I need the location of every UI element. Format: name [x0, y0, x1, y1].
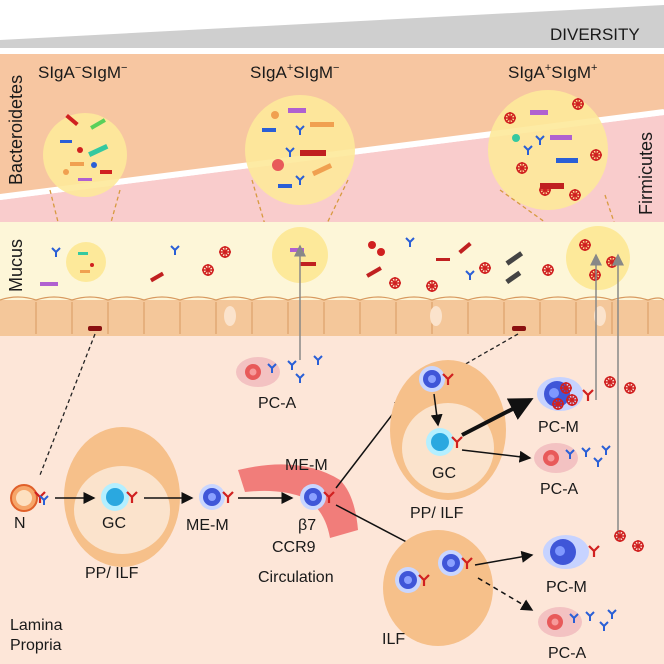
diversity-label: DIVERSITY	[550, 25, 640, 44]
me-m-label-left: ME-M	[186, 517, 229, 534]
pc-a-label-mid: PC-A	[540, 481, 579, 498]
lamina-label-2: Propria	[10, 637, 62, 654]
naive-b-cell	[10, 484, 49, 512]
gc-b-cell-left	[101, 483, 139, 511]
lamina-label-1: Lamina	[10, 617, 63, 634]
zoom-circle-1	[43, 113, 127, 197]
pc-a-label-top: PC-A	[258, 395, 297, 412]
mucus-layer	[0, 222, 664, 300]
circulation-label: Circulation	[258, 569, 334, 586]
ccr9-label: CCR9	[272, 539, 316, 556]
pc-a-label-bottom: PC-A	[548, 645, 587, 662]
bacteroidetes-label: Bacteroidetes	[6, 75, 26, 185]
zoom-circle-2	[245, 95, 355, 205]
svg-text:SIgA−SIgM−: SIgA−SIgM−	[38, 62, 127, 82]
svg-text:SIgA+SIgM−: SIgA+SIgM−	[250, 62, 339, 82]
zoom-circle-3	[488, 90, 608, 210]
gc-label-left: GC	[102, 515, 126, 532]
diversity-wedge	[0, 5, 664, 48]
pc-m-label-bottom: PC-M	[546, 579, 587, 596]
svg-text:SIgA+SIgM+: SIgA+SIgM+	[508, 62, 597, 82]
beta7-label: β7	[298, 517, 316, 534]
gc-label-right: GC	[432, 465, 456, 482]
naive-label: N	[14, 515, 26, 532]
pp-ilf-label-right: PP/ ILF	[410, 505, 464, 522]
me-m-label-circ: ME-M	[285, 457, 328, 474]
firmicutes-label: Firmicutes	[636, 132, 656, 215]
epithelium	[0, 296, 664, 336]
group-heading-3: SIgA+SIgM+	[508, 62, 597, 82]
ilf-label: ILF	[382, 631, 405, 648]
group-heading-2: SIgA+SIgM−	[250, 62, 339, 82]
gc-b-cell-right	[426, 428, 464, 456]
pc-m-label-top: PC-M	[538, 419, 579, 436]
mucus-label: Mucus	[6, 239, 26, 292]
pp-ilf-label-left: PP/ ILF	[85, 565, 139, 582]
circulation-vessel	[238, 464, 358, 538]
ilf-follicle	[383, 530, 493, 646]
group-heading-1: SIgA−SIgM−	[38, 62, 127, 82]
